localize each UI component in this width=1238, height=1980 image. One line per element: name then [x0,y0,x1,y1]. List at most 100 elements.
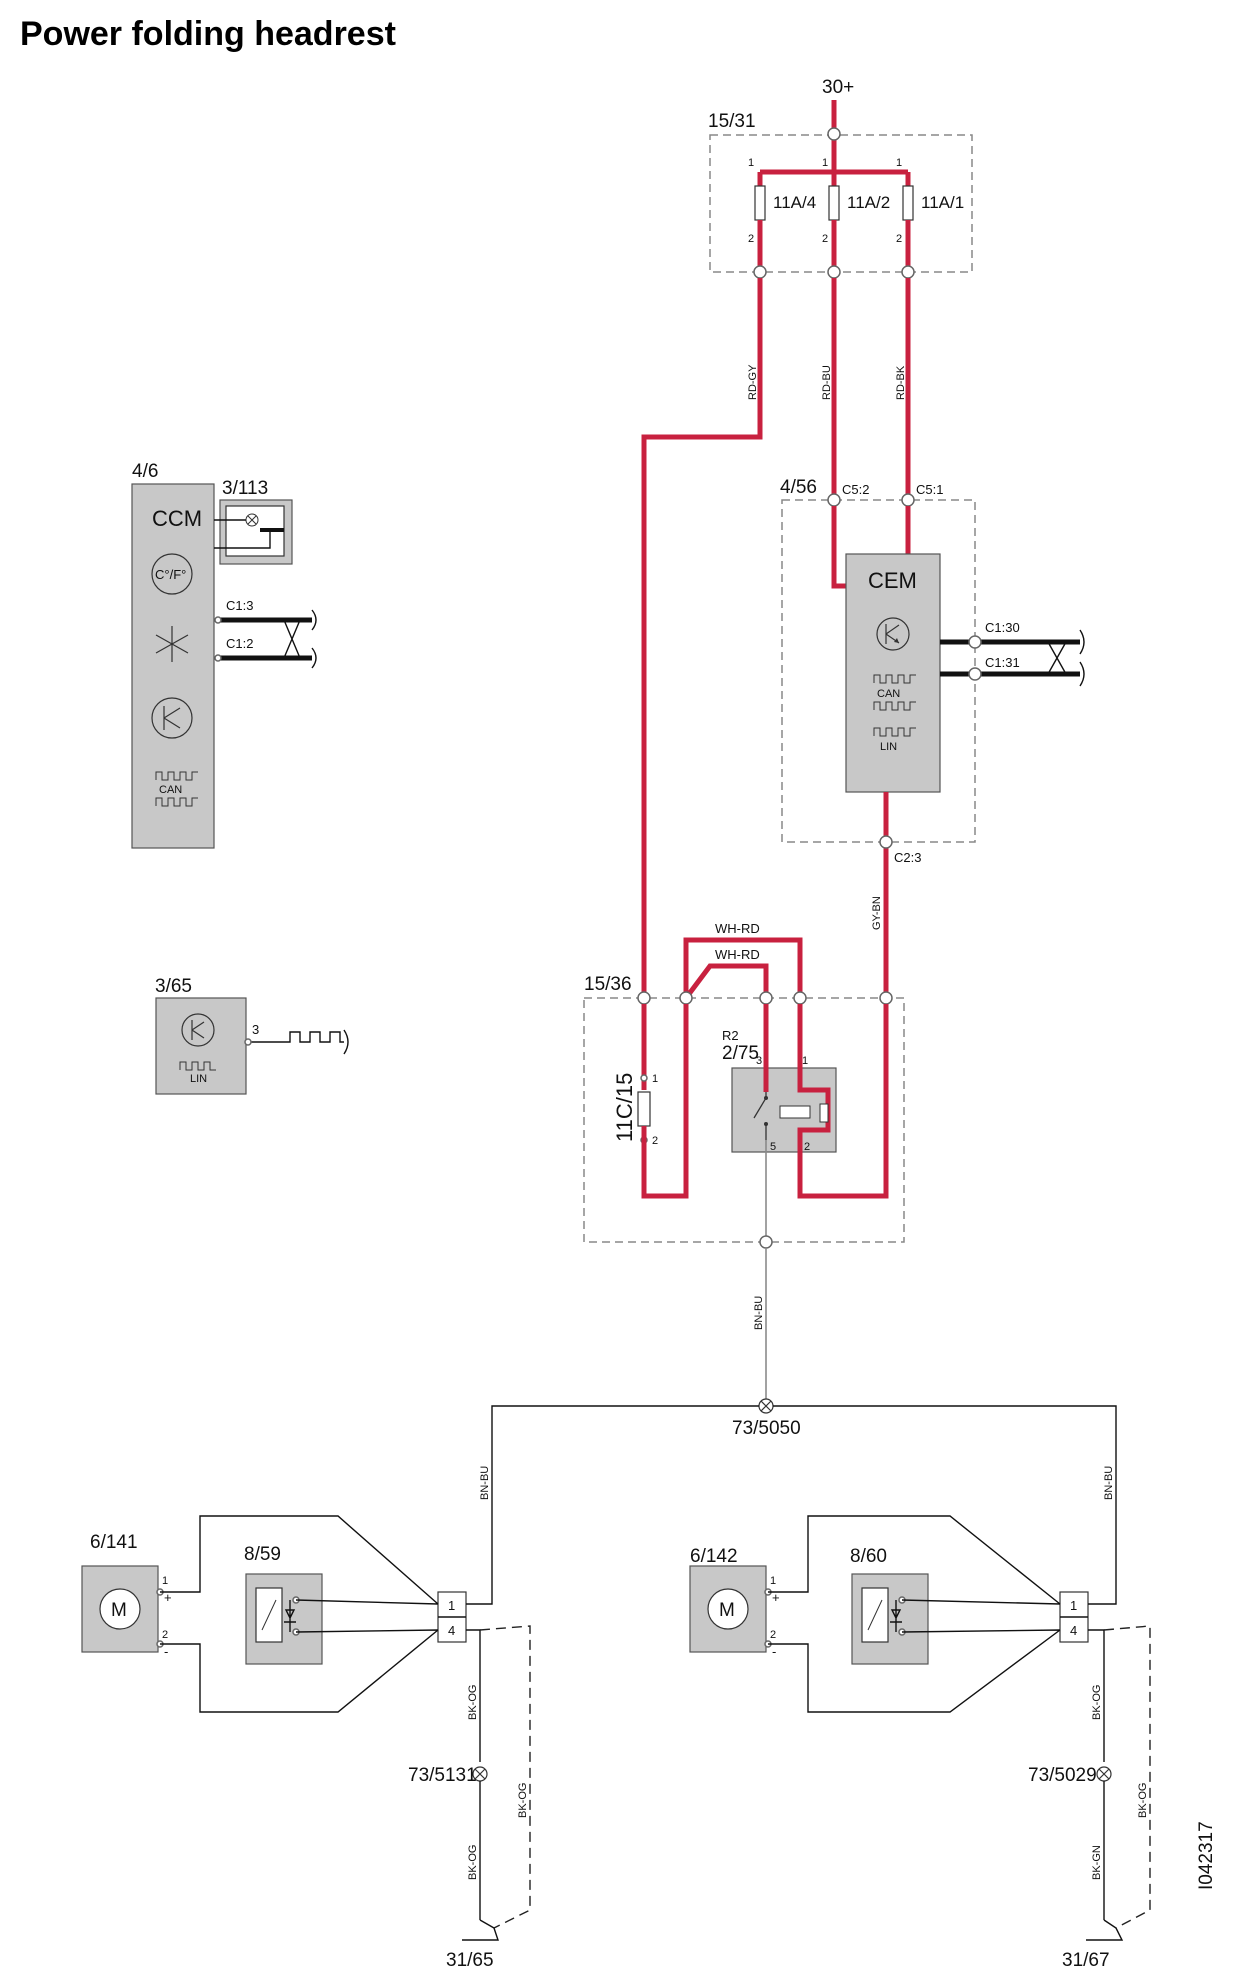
svg-text:11A/4: 11A/4 [773,193,816,212]
svg-text:WH-RD: WH-RD [715,947,760,962]
svg-text:BK-OG: BK-OG [467,1685,479,1720]
snowflake-icon [155,626,189,662]
supply-node [827,127,841,141]
page-title: Power folding headrest [20,15,396,53]
fuse-output-wires: RD-GY RD-BU RD-BK [641,278,911,998]
svg-text:C°/F°: C°/F° [155,567,186,582]
ccm-id: 4/6 [132,461,158,482]
svg-text:6/141: 6/141 [90,1532,138,1553]
svg-text:11A/1: 11A/1 [921,193,964,212]
svg-text:3: 3 [756,1055,762,1067]
svg-text:15/36: 15/36 [584,974,632,995]
svg-text:BK-OG: BK-OG [1091,1685,1103,1720]
fuse-11c15 [637,1091,651,1127]
svg-text:3: 3 [252,1022,259,1037]
svg-text:73/5131: 73/5131 [408,1765,477,1786]
ccm-box [131,483,215,849]
svg-text:CAN: CAN [877,688,900,700]
svg-text:LIN: LIN [190,1073,207,1085]
relay-coil-icon [753,1092,829,1140]
svg-text:4: 4 [1070,1623,1077,1638]
fuse-box-id: 15/31 [708,111,756,132]
svg-text:2: 2 [804,1141,810,1153]
module-3-65: 3/65 LIN 3 [155,976,349,1095]
svg-text:2: 2 [652,1135,658,1147]
svg-text:GY-BN: GY-BN [871,896,883,930]
svg-text:73/5050: 73/5050 [732,1418,801,1439]
svg-text:2: 2 [822,233,828,245]
cem-id: 4/56 [780,477,817,498]
svg-text:C1:31: C1:31 [985,655,1020,670]
relay-icon [861,1587,889,1643]
svg-text:6/142: 6/142 [690,1546,738,1567]
svg-text:11A/2: 11A/2 [847,193,890,212]
svg-text:-: - [772,1644,776,1659]
svg-text:73/5029: 73/5029 [1028,1765,1097,1786]
ground-symbol [462,1919,499,1941]
wire-wh-rd-inner [684,963,769,1000]
svg-text:C5:2: C5:2 [842,482,869,497]
ground-symbol [1086,1919,1124,1941]
cem-bus-lines [940,639,1080,677]
ccm-bus-lines [218,617,312,661]
motor-icon [99,1588,141,1630]
transistor-icon [151,697,193,739]
svg-text:RD-BK: RD-BK [895,365,907,400]
svg-text:M: M [111,1600,127,1621]
svg-text:31/67: 31/67 [1062,1950,1110,1971]
svg-text:31/65: 31/65 [446,1950,494,1971]
relay-box-outline [583,997,905,1243]
svg-text:C1:30: C1:30 [985,620,1020,635]
svg-text:3/65: 3/65 [155,976,192,997]
relay-2-75 [731,1067,837,1153]
lin-bus-icon: LIN [179,1061,216,1085]
svg-text:LIN: LIN [880,741,897,753]
svg-text:BK-OG: BK-OG [1137,1783,1149,1818]
svg-text:1: 1 [748,157,754,169]
thermometer-icon [151,553,193,595]
wire-wh-rd-outer [683,937,803,998]
can-bus-icon: CAN [155,771,198,807]
svg-text:BN-BU: BN-BU [479,1466,491,1500]
can-bus-icon: CAN [873,674,916,711]
svg-text:+: + [772,1590,780,1605]
svg-text:BK-OG: BK-OG [517,1783,529,1818]
right-headrest-circuit: 6/142 M 1 2 + - 8/60 1 4 BK-OG BK-OG 73/… [689,1515,1151,1971]
lin-bus-icon: LIN [873,727,916,753]
transistor-icon [181,1013,215,1047]
cem-name: CEM [868,568,917,593]
fuse-box-15-31: 30+ 15/31 11A/4 1 2 11A/2 1 2 11A/1 1 2 [708,77,973,279]
svg-text:1: 1 [822,157,828,169]
svg-text:2: 2 [770,1629,776,1641]
fuse-box-outline [709,134,973,273]
svg-text:11C/15: 11C/15 [612,1073,637,1142]
sensor-3-113: 3/113 [214,478,293,565]
transistor-icon [876,617,910,651]
svg-text:WH-RD: WH-RD [715,921,760,936]
svg-text:+: + [164,1590,172,1605]
motor-icon [707,1588,749,1630]
svg-text:1: 1 [162,1575,168,1587]
svg-text:RD-BU: RD-BU [821,365,833,400]
svg-text:BK-GN: BK-GN [1091,1845,1103,1880]
svg-text:C5:1: C5:1 [916,482,943,497]
supply-label: 30+ [822,77,854,98]
svg-text:5: 5 [770,1141,776,1153]
left-headrest-circuit: 6/141 M 1 2 + - 8/59 1 4 BK-OG BK-OG 73/… [81,1515,531,1971]
splice-73-5050: BN-BU 73/5050 BN-BU BN-BU [479,1248,1117,1594]
cem-module: 4/56 C5:2 C5:1 CEM CAN LIN C1:30 C1:31 [780,477,1085,998]
relay-box-15-36: 15/36 WH-RD WH-RD 1 2 11C/15 R2 2/75 3 1… [583,921,905,1249]
svg-text:3/113: 3/113 [222,478,268,499]
svg-text:2: 2 [162,1629,168,1641]
svg-text:8/59: 8/59 [244,1544,281,1565]
ccm-module: 4/6 CCM C°/F° CAN C1:3 C1:2 [131,461,317,849]
svg-text:1: 1 [448,1598,455,1613]
diode-icon [890,1600,902,1632]
svg-text:2: 2 [896,233,902,245]
ccm-name: CCM [152,506,202,531]
svg-text:-: - [164,1644,168,1659]
svg-text:R2: R2 [722,1028,739,1043]
svg-text:1: 1 [802,1055,808,1067]
svg-text:1: 1 [1070,1598,1077,1613]
